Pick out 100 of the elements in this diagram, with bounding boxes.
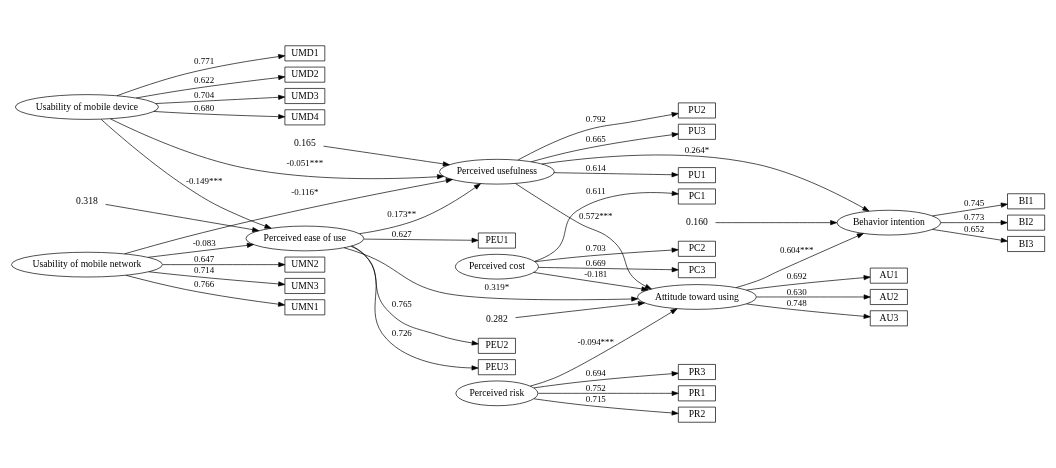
arrow bbox=[531, 132, 679, 163]
arrow bbox=[932, 202, 1008, 217]
node-box: BI2 bbox=[1007, 214, 1045, 231]
node-text: 0.282 bbox=[486, 313, 508, 325]
arrow bbox=[517, 112, 679, 161]
node-box: PEU3 bbox=[477, 359, 516, 376]
node-ellipse: Perceived risk bbox=[455, 380, 539, 407]
arrow bbox=[148, 271, 286, 287]
arrow bbox=[323, 145, 450, 167]
node-box: PR3 bbox=[678, 364, 716, 380]
arrow bbox=[162, 262, 286, 268]
node-box: PC1 bbox=[678, 188, 716, 205]
node-box: AU2 bbox=[869, 289, 908, 305]
arrow bbox=[533, 398, 679, 416]
node-box: UMD1 bbox=[284, 45, 326, 62]
node-box: PEU2 bbox=[477, 337, 516, 354]
arrow bbox=[530, 308, 678, 387]
edge-label: 0.614 bbox=[585, 163, 606, 174]
arrow bbox=[363, 237, 479, 243]
arrow bbox=[153, 111, 286, 120]
arrow bbox=[932, 229, 1008, 243]
node-text: 0.165 bbox=[294, 137, 316, 149]
node-box: AU1 bbox=[869, 267, 908, 284]
edge-label: 0.652 bbox=[964, 223, 985, 234]
edge-label: 0.647 bbox=[194, 254, 215, 265]
edge-label: 0.630 bbox=[786, 286, 807, 297]
node-ellipse: Perceived cost bbox=[454, 253, 539, 280]
edge-label: 0.704 bbox=[194, 90, 215, 101]
node-box: PU2 bbox=[678, 102, 716, 119]
node-box: UMN1 bbox=[284, 299, 326, 316]
edge-label: 0.771 bbox=[194, 55, 215, 66]
arrow bbox=[940, 220, 1008, 226]
edge-label: 0.264* bbox=[684, 144, 710, 155]
edge-label: 0.703 bbox=[585, 243, 606, 254]
arrow bbox=[359, 183, 481, 234]
edge-label: 0.604*** bbox=[779, 245, 814, 256]
edge-label: 0.773 bbox=[964, 212, 985, 223]
edge-label: 0.748 bbox=[786, 297, 807, 308]
arrow bbox=[541, 154, 870, 212]
node-ellipse: Usability of mobile network bbox=[11, 251, 163, 278]
arrow bbox=[116, 54, 286, 97]
arrow bbox=[124, 178, 453, 255]
arrow bbox=[538, 267, 679, 273]
node-box: AU3 bbox=[869, 310, 908, 327]
node-box: PR1 bbox=[678, 385, 716, 402]
node-text: 0.318 bbox=[76, 194, 98, 206]
node-box: PC2 bbox=[678, 240, 716, 257]
node-text: 0.160 bbox=[686, 216, 708, 228]
edge-label: 0.714 bbox=[194, 265, 215, 276]
node-box: UMD2 bbox=[284, 66, 326, 83]
arrow bbox=[756, 294, 871, 300]
node-box: PR2 bbox=[678, 406, 716, 423]
node-box: UMN3 bbox=[284, 278, 326, 294]
node-box: PEU1 bbox=[477, 232, 516, 249]
arrow bbox=[135, 75, 286, 99]
node-box: BI1 bbox=[1007, 193, 1045, 210]
edge-label: 0.319* bbox=[484, 281, 510, 292]
arrow bbox=[515, 301, 645, 318]
edge-label: 0.726 bbox=[391, 328, 412, 339]
arrow bbox=[715, 220, 838, 226]
edge-label: -0.083 bbox=[192, 237, 216, 248]
arrow bbox=[350, 245, 479, 346]
edge-label: 0.665 bbox=[585, 133, 606, 144]
node-box: PU3 bbox=[678, 123, 716, 140]
arrow bbox=[553, 172, 679, 178]
arrow bbox=[155, 94, 286, 104]
edge-label: -0.181 bbox=[584, 268, 608, 279]
edge-label: 0.611 bbox=[585, 186, 606, 197]
arrow bbox=[105, 204, 260, 233]
edge-label: 0.694 bbox=[585, 367, 606, 378]
arrow bbox=[533, 371, 679, 389]
arrow bbox=[515, 183, 652, 290]
arrow bbox=[534, 190, 679, 262]
edge-label: 0.752 bbox=[585, 382, 606, 393]
node-box: UMD3 bbox=[284, 88, 326, 104]
edge-label: 0.692 bbox=[786, 271, 807, 282]
arrow bbox=[100, 119, 272, 229]
edge-label: 0.173** bbox=[387, 209, 417, 220]
edge-label: 0.627 bbox=[391, 228, 412, 239]
arrow bbox=[533, 272, 649, 292]
node-box: UMN2 bbox=[284, 256, 326, 273]
node-ellipse: Usability of mobile device bbox=[15, 94, 159, 120]
edge-label: 0.669 bbox=[585, 257, 606, 268]
arrow bbox=[343, 247, 639, 302]
edge-label: -0.094*** bbox=[577, 337, 615, 348]
node-box: UMD4 bbox=[284, 109, 326, 126]
edge-label: 0.715 bbox=[585, 393, 606, 404]
node-box: BI3 bbox=[1007, 236, 1045, 252]
arrow bbox=[147, 242, 254, 258]
node-box: PC3 bbox=[678, 262, 716, 279]
arrow bbox=[537, 390, 679, 396]
arrow bbox=[110, 118, 444, 180]
node-ellipse: Behavior intention bbox=[836, 209, 941, 236]
edge-label: 0.680 bbox=[194, 102, 215, 113]
edge-label: 0.622 bbox=[194, 74, 215, 85]
edge-label: 0.745 bbox=[964, 198, 985, 209]
edge-label: 0.765 bbox=[391, 298, 412, 309]
edge-label: -0.149*** bbox=[185, 175, 223, 186]
arrow bbox=[125, 274, 286, 307]
arrow bbox=[351, 245, 479, 371]
